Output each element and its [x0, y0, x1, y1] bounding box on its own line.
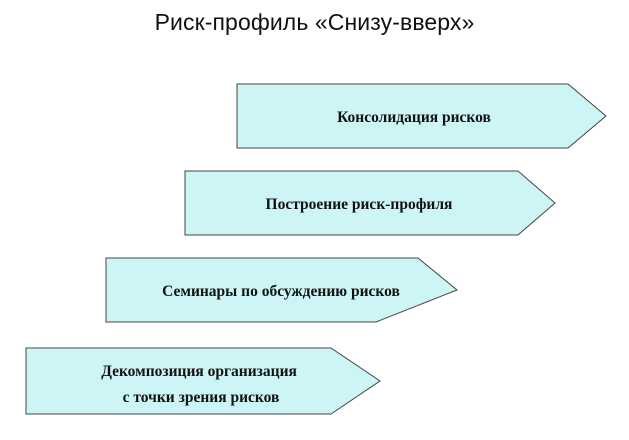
arrow-shape-seminars: [105, 257, 458, 323]
step-arrow-decomposition: Декомпозиция организация с точки зрения …: [25, 347, 381, 415]
svg-text:Семинары по обсуждению рисков: Семинары по обсуждению рисков: [162, 283, 400, 300]
step-label-consolidation: Консолидация рисков: [337, 109, 491, 126]
step-label-seminars: Семинары по обсуждению рисков: [162, 283, 400, 300]
arrow-shape-decomposition: [25, 347, 381, 415]
step-label-risk-profile: Построение риск-профиля: [266, 196, 453, 213]
arrow-shape-risk-profile: [184, 170, 556, 236]
svg-text:Декомпозиция организация: Декомпозиция организация с точки зрения …: [101, 363, 301, 406]
step-arrow-consolidation: Консолидация рисков: [236, 83, 607, 149]
step-arrow-seminars: Семинары по обсуждению рисков: [105, 257, 458, 323]
step-label-decomposition-line-1: Декомпозиция организация: [101, 363, 297, 380]
svg-text:Построение риск-профиля: Построение риск-профиля: [266, 196, 453, 213]
svg-text:Консолидация рисков: Консолидация рисков: [337, 109, 491, 126]
step-label-decomposition-line-2: с точки зрения рисков: [123, 389, 280, 406]
step-arrow-risk-profile: Построение риск-профиля: [184, 170, 556, 236]
page-title: Риск-профиль «Снизу-вверх»: [154, 9, 475, 35]
arrow-shape-consolidation: [236, 83, 607, 149]
